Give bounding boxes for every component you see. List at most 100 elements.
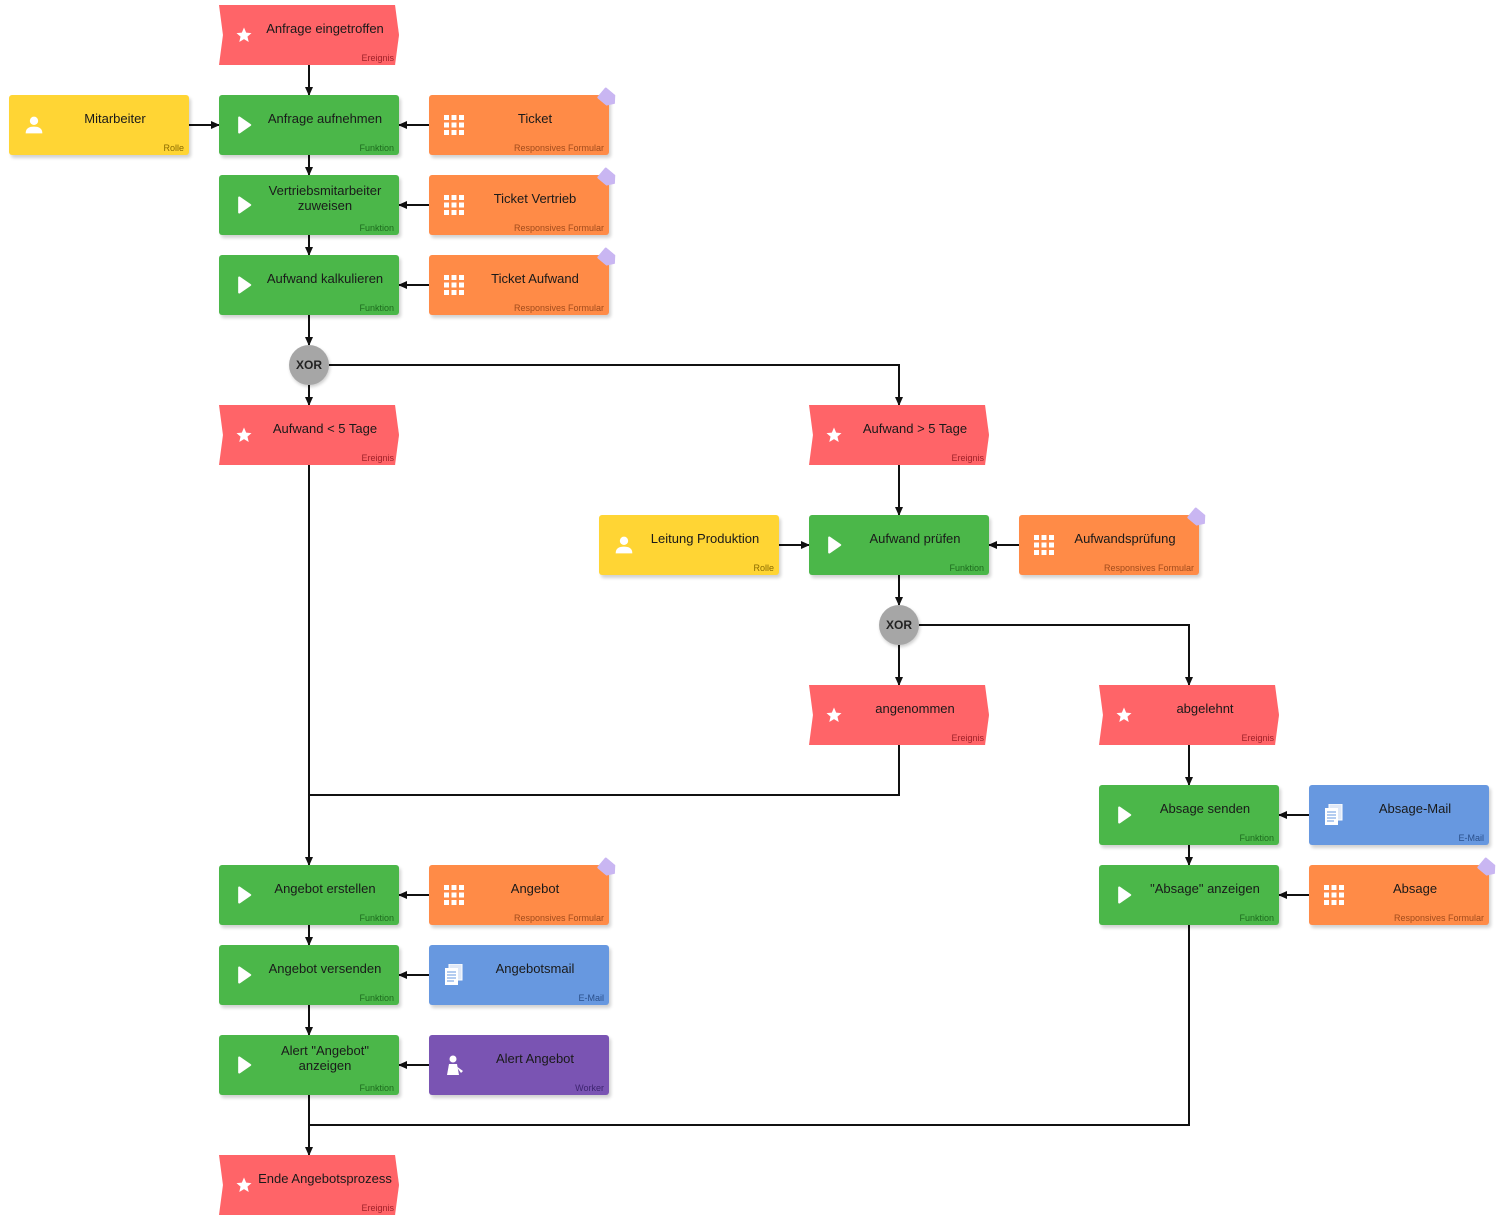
node-label: Ticket Aufwand — [491, 270, 579, 286]
mail-angebotsmail[interactable]: Angebotsmail E-Mail — [429, 945, 609, 1005]
grid-icon — [1323, 884, 1345, 906]
event-anfrage-eingetroffen[interactable]: Anfrage eingetroffen Ereignis — [219, 5, 399, 65]
node-label: Angebot versenden — [268, 960, 382, 976]
form-angebot[interactable]: Angebot Responsives Formular — [429, 865, 609, 925]
play-icon — [233, 194, 255, 216]
event-aufwand-gt-5-tage[interactable]: Aufwand > 5 Tage Ereignis — [809, 405, 989, 465]
event-aufwand-lt-5-tage[interactable]: Aufwand < 5 Tage Ereignis — [219, 405, 399, 465]
node-label: Angebot erstellen — [274, 880, 376, 896]
xor-gateway-2[interactable]: XOR — [879, 605, 919, 645]
edge-xor1-to-gt5 — [329, 364, 903, 406]
form-ticket-aufwand[interactable]: Ticket Aufwand Responsives Formular — [429, 255, 609, 315]
node-type: Funktion — [949, 563, 984, 573]
star-icon — [233, 1174, 255, 1196]
form-aufwandspruefung[interactable]: Aufwandsprüfung Responsives Formular — [1019, 515, 1199, 575]
node-type: Funktion — [359, 143, 394, 153]
play-icon — [233, 884, 255, 906]
event-abgelehnt[interactable]: abgelehnt Ereignis — [1099, 685, 1279, 745]
node-label: Leitung Produktion — [650, 530, 760, 546]
node-type: Ereignis — [951, 453, 984, 463]
node-label: Alert "Angebot" anzeigen — [280, 1043, 369, 1073]
node-type: Responsives Formular — [513, 913, 604, 923]
role-mitarbeiter[interactable]: Mitarbeiter Rolle — [9, 95, 189, 155]
node-type: Ereignis — [1241, 733, 1274, 743]
function-aufwand-kalkulieren[interactable]: Aufwand kalkulieren Funktion — [219, 255, 399, 315]
node-label: Aufwand < 5 Tage — [272, 420, 378, 436]
node-label: Mitarbeiter — [84, 110, 146, 126]
function-angebot-versenden[interactable]: Angebot versenden Funktion — [219, 945, 399, 1005]
event-angenommen[interactable]: angenommen Ereignis — [809, 685, 989, 745]
form-absage[interactable]: Absage Responsives Formular — [1309, 865, 1489, 925]
user-icon — [613, 534, 635, 556]
grid-icon — [443, 274, 465, 296]
node-type: Funktion — [359, 303, 394, 313]
node-label: Anfrage eingetroffen — [266, 20, 384, 36]
node-type: Responsives Formular — [1393, 913, 1484, 923]
play-icon — [1113, 804, 1135, 826]
node-label: Anfrage aufnehmen — [267, 110, 383, 126]
node-type: Responsives Formular — [513, 303, 604, 313]
worker-icon — [443, 1054, 465, 1076]
worker-alert-angebot[interactable]: Alert Angebot Worker — [429, 1035, 609, 1095]
node-label: Angebot — [510, 880, 560, 896]
node-type: Funktion — [1239, 913, 1274, 923]
form-ticket-vertrieb[interactable]: Ticket Vertrieb Responsives Formular — [429, 175, 609, 235]
function-absage-anzeigen[interactable]: "Absage" anzeigen Funktion — [1099, 865, 1279, 925]
document-icon — [1323, 804, 1345, 826]
node-type: Responsives Formular — [1103, 563, 1194, 573]
function-anfrage-aufnehmen[interactable]: Anfrage aufnehmen Funktion — [219, 95, 399, 155]
node-type: Funktion — [359, 913, 394, 923]
node-type: Responsives Formular — [513, 223, 604, 233]
gateway-label: XOR — [885, 618, 912, 632]
grid-icon — [443, 114, 465, 136]
function-vertriebsmitarbeiter-zuweisen[interactable]: Vertriebsmitarbeiter zuweisen Funktion — [219, 175, 399, 235]
node-type: Funktion — [359, 223, 394, 233]
node-type: Ereignis — [361, 53, 394, 63]
node-type: Ereignis — [951, 733, 984, 743]
star-icon — [823, 704, 845, 726]
function-alert-angebot-anzeigen[interactable]: Alert "Angebot" anzeigen Funktion — [219, 1035, 399, 1095]
edge-angenommen-to-angebot-erstellen — [309, 745, 900, 796]
function-aufwand-pruefen[interactable]: Aufwand prüfen Funktion — [809, 515, 989, 575]
node-label: Aufwandsprüfung — [1074, 530, 1176, 546]
node-label: abgelehnt — [1176, 700, 1234, 716]
grid-icon — [443, 194, 465, 216]
node-type: Rolle — [163, 143, 184, 153]
play-icon — [233, 274, 255, 296]
node-type: Ereignis — [361, 1203, 394, 1213]
node-label: Aufwand > 5 Tage — [862, 420, 968, 436]
play-icon — [823, 534, 845, 556]
form-ticket[interactable]: Ticket Responsives Formular — [429, 95, 609, 155]
function-absage-senden[interactable]: Absage senden Funktion — [1099, 785, 1279, 845]
node-label: Vertriebsmitarbeiter zuweisen — [268, 183, 382, 213]
edge-absage-anzeigen-to-ende — [309, 925, 1190, 1126]
edge-xor2-to-abgelehnt — [919, 624, 1193, 686]
user-icon — [23, 114, 45, 136]
node-label: Aufwand kalkulieren — [266, 270, 384, 286]
node-label: Alert Angebot — [495, 1050, 575, 1066]
xor-gateway-1[interactable]: XOR — [289, 345, 329, 385]
node-type: Funktion — [1239, 833, 1274, 843]
node-label: Ticket Vertrieb — [493, 190, 577, 206]
star-icon — [1113, 704, 1135, 726]
role-leitung-produktion[interactable]: Leitung Produktion Rolle — [599, 515, 779, 575]
event-ende-angebotsprozess[interactable]: Ende Angebotsprozess Ereignis — [219, 1155, 399, 1215]
node-label: angenommen — [875, 700, 955, 716]
function-angebot-erstellen[interactable]: Angebot erstellen Funktion — [219, 865, 399, 925]
node-type: E-Mail — [578, 993, 604, 1003]
node-label: Ticket — [517, 110, 553, 126]
grid-icon — [443, 884, 465, 906]
play-icon — [233, 964, 255, 986]
mail-absage-mail[interactable]: Absage-Mail E-Mail — [1309, 785, 1489, 845]
play-icon — [1113, 884, 1135, 906]
node-label: Absage senden — [1159, 800, 1251, 816]
node-type: Worker — [575, 1083, 604, 1093]
star-icon — [823, 424, 845, 446]
node-label: Absage-Mail — [1378, 800, 1452, 816]
node-type: Funktion — [359, 1083, 394, 1093]
play-icon — [233, 114, 255, 136]
node-label: "Absage" anzeigen — [1150, 880, 1260, 896]
node-type: E-Mail — [1458, 833, 1484, 843]
